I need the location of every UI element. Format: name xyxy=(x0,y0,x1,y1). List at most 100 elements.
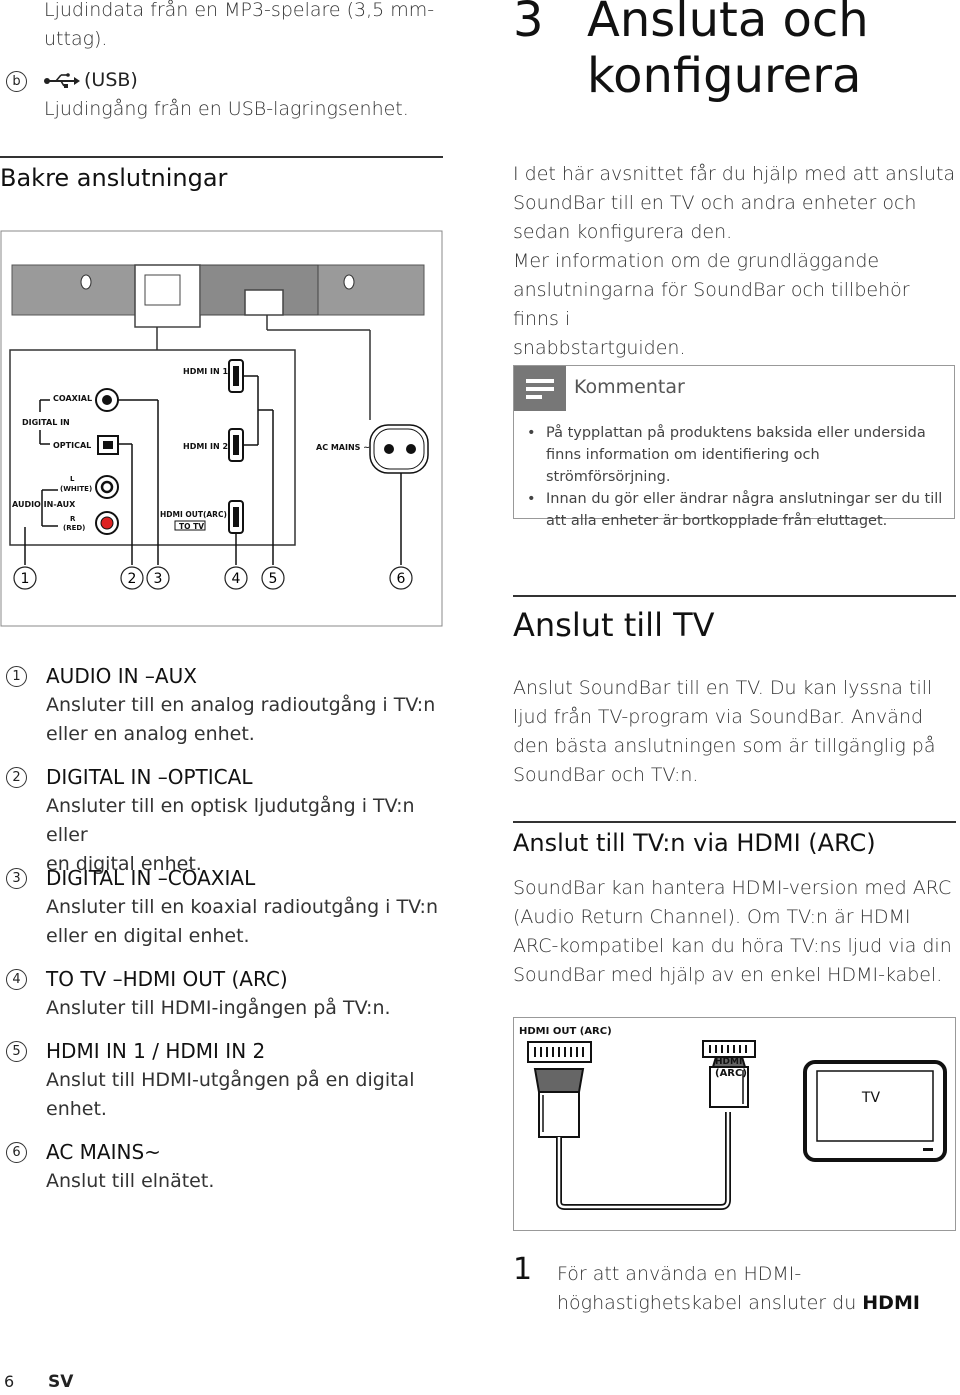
note-bullet-line: att alla enheter är bortkopplade från el… xyxy=(546,513,888,529)
chapter-title-line2: konfigurera xyxy=(587,48,862,104)
item-number: 6 xyxy=(6,1142,27,1163)
item-desc: Ansluter till HDMI-ingången på TV:n. xyxy=(46,994,456,1023)
usb-num: b xyxy=(6,71,27,92)
label-hdmi-in2: HDMI IN 2 xyxy=(183,442,228,451)
usb-desc: Ljudingång från en USB-lagringsenhet. xyxy=(44,98,409,120)
item-number: 3 xyxy=(6,868,27,889)
item-title: TO TV –HDMI OUT (ARC) xyxy=(46,967,288,991)
heading-connect-tv: Anslut till TV xyxy=(513,606,715,644)
item-desc-line: Ansluter till en optisk ljudutgång i TV:… xyxy=(46,795,415,846)
rear-panel-diagram: HDMI IN 1 HDMI IN 2 COAXIAL DIGITAL IN O… xyxy=(0,230,443,627)
body-line: SoundBar med hjälp av en enkel HDMI-kabe… xyxy=(513,964,943,986)
label-ac-mains: AC MAINS ~ xyxy=(316,443,370,452)
note-bullets: • På typplattan på produktens baksida el… xyxy=(526,422,946,532)
intro-line: snabbstartguiden. xyxy=(513,337,686,359)
item-number: 5 xyxy=(6,1041,27,1062)
callout-5: 5 xyxy=(269,571,278,587)
chapter-title-line1: Ansluta och xyxy=(587,0,869,48)
item-desc-line: enhet. xyxy=(46,1098,107,1120)
item-title: HDMI IN 1 / HDMI IN 2 xyxy=(46,1039,266,1063)
label-coaxial: COAXIAL xyxy=(53,394,92,403)
section-rule xyxy=(513,821,956,823)
item-desc-line: Anslut till HDMI-utgången på en digital xyxy=(46,1069,415,1091)
note-bullet: • Innan du gör eller ändrar några anslut… xyxy=(526,488,946,532)
chapter-intro: I det här avsnittet får du hjälp med att… xyxy=(513,160,960,363)
note-bullet-line: Innan du gör eller ändrar några anslutni… xyxy=(546,491,943,507)
hdmi-connection-diagram: HDMI OUT (ARC) HDMI (ARC) TV xyxy=(513,1017,956,1231)
item-number: 4 xyxy=(6,969,27,990)
item-desc: Ansluter till en koaxial radioutgång i T… xyxy=(46,893,456,951)
body-line: ljud från TV-program via SoundBar. Använ… xyxy=(513,706,924,728)
item-desc-line: eller en digital enhet. xyxy=(46,925,250,947)
connect-tv-body: Anslut SoundBar till en TV. Du kan lyssn… xyxy=(513,674,960,790)
label-optical: OPTICAL xyxy=(53,441,91,450)
section-rule xyxy=(513,595,956,597)
diagram-label-hdmi: HDMI xyxy=(715,1057,742,1067)
label-red: (RED) xyxy=(63,524,85,532)
item-desc-line: eller en analog enhet. xyxy=(46,723,255,745)
diagram-label-hdmi-out-arc: HDMI OUT (ARC) xyxy=(519,1026,612,1037)
item-title: DIGITAL IN –OPTICAL xyxy=(46,765,253,789)
item-title: AUDIO IN –AUX xyxy=(46,664,197,688)
note-box: Kommentar • På typplattan på produktens … xyxy=(513,365,955,529)
callout-2: 2 xyxy=(128,571,137,587)
step-line2-text: höghastighetskabel ansluter du xyxy=(557,1292,863,1314)
note-bullet-line: På typplattan på produktens baksida elle… xyxy=(546,425,926,441)
body-line: Anslut SoundBar till en TV. Du kan lyssn… xyxy=(513,677,933,699)
step-line2-bold: HDMI xyxy=(862,1292,920,1314)
item-title: AC MAINS~ xyxy=(46,1140,161,1164)
intro-line: sedan konfigurera den. xyxy=(513,221,733,243)
item-number: 2 xyxy=(6,767,27,788)
item-number: 1 xyxy=(6,666,27,687)
section-rule xyxy=(0,156,443,158)
intro-line: I det här avsnittet får du hjälp med att… xyxy=(513,163,956,185)
item-desc-line: Ansluter till HDMI-ingången på TV:n. xyxy=(46,997,391,1019)
body-line: ARC-kompatibel kan du höra TV:ns ljud vi… xyxy=(513,935,952,957)
chapter-title: Ansluta och konfigurera xyxy=(587,0,869,104)
intro-line: Mer information om de grundläggande xyxy=(513,250,880,272)
item-desc-line: Anslut till elnätet. xyxy=(46,1170,215,1192)
label-hdmi-in1: HDMI IN 1 xyxy=(183,367,229,376)
section-title-rear: Bakre anslutningar xyxy=(0,164,228,192)
usb-label: (USB) xyxy=(84,69,138,91)
mp3-desc-line2: uttag). xyxy=(44,28,108,50)
page-number: 6 xyxy=(4,1372,15,1391)
note-icon xyxy=(514,366,566,411)
step-line2: höghastighetskabel ansluter du HDMI xyxy=(557,1289,957,1318)
label-audio-in-aux: AUDIO IN-AUX xyxy=(12,500,76,509)
callout-6: 6 xyxy=(397,571,406,587)
step-number: 1 xyxy=(513,1252,533,1287)
item-desc-line: Ansluter till en koaxial radioutgång i T… xyxy=(46,896,438,918)
heading-connect-hdmi: Anslut till TV:n via HDMI (ARC) xyxy=(513,829,876,857)
callout-1: 1 xyxy=(21,571,30,587)
intro-line: anslutningarna för SoundBar och tillbehö… xyxy=(513,279,910,330)
note-title: Kommentar xyxy=(574,376,685,398)
connect-hdmi-body: SoundBar kan hantera HDMI-version med AR… xyxy=(513,874,960,990)
label-r: R xyxy=(70,515,76,523)
mp3-input-desc: Ljudindata från en MP3-spelare (3,5 mm- … xyxy=(44,0,444,54)
body-line: (Audio Return Channel). Om TV:n är HDMI xyxy=(513,906,911,928)
body-line: SoundBar och TV:n. xyxy=(513,764,699,786)
chapter-number: 3 xyxy=(513,0,544,48)
note-bullet: • På typplattan på produktens baksida el… xyxy=(526,422,946,488)
step-text: För att använda en HDMI- höghastighetska… xyxy=(557,1260,957,1318)
bullet-dot: • xyxy=(527,425,536,441)
label-l: L xyxy=(70,475,75,483)
body-line: SoundBar kan hantera HDMI-version med AR… xyxy=(513,877,952,899)
item-desc-line: Ansluter till en analog radioutgång i TV… xyxy=(46,694,436,716)
step-line1: För att använda en HDMI- xyxy=(557,1263,802,1285)
label-digital-in: DIGITAL IN xyxy=(22,418,70,427)
label-white: (WHITE) xyxy=(60,485,92,493)
label-hdmi-out-arc: HDMI OUT(ARC) xyxy=(160,510,227,519)
callout-4: 4 xyxy=(232,571,241,587)
item-title: DIGITAL IN –COAXIAL xyxy=(46,866,256,890)
item-desc: Anslut till HDMI-utgången på en digital … xyxy=(46,1066,456,1124)
item-desc: Ansluter till en analog radioutgång i TV… xyxy=(46,691,456,749)
usb-heading: (USB) xyxy=(44,66,138,95)
diagram-label-tv: TV xyxy=(861,1090,881,1106)
item-desc-line: en digital enhet. xyxy=(46,853,202,875)
bullet-dot: • xyxy=(527,491,536,507)
note-bullet-line: finns information om identifiering och s… xyxy=(546,447,820,485)
intro-line: SoundBar till en TV och andra enheter oc… xyxy=(513,192,917,214)
diagram-label-arc: (ARC) xyxy=(715,1068,747,1079)
